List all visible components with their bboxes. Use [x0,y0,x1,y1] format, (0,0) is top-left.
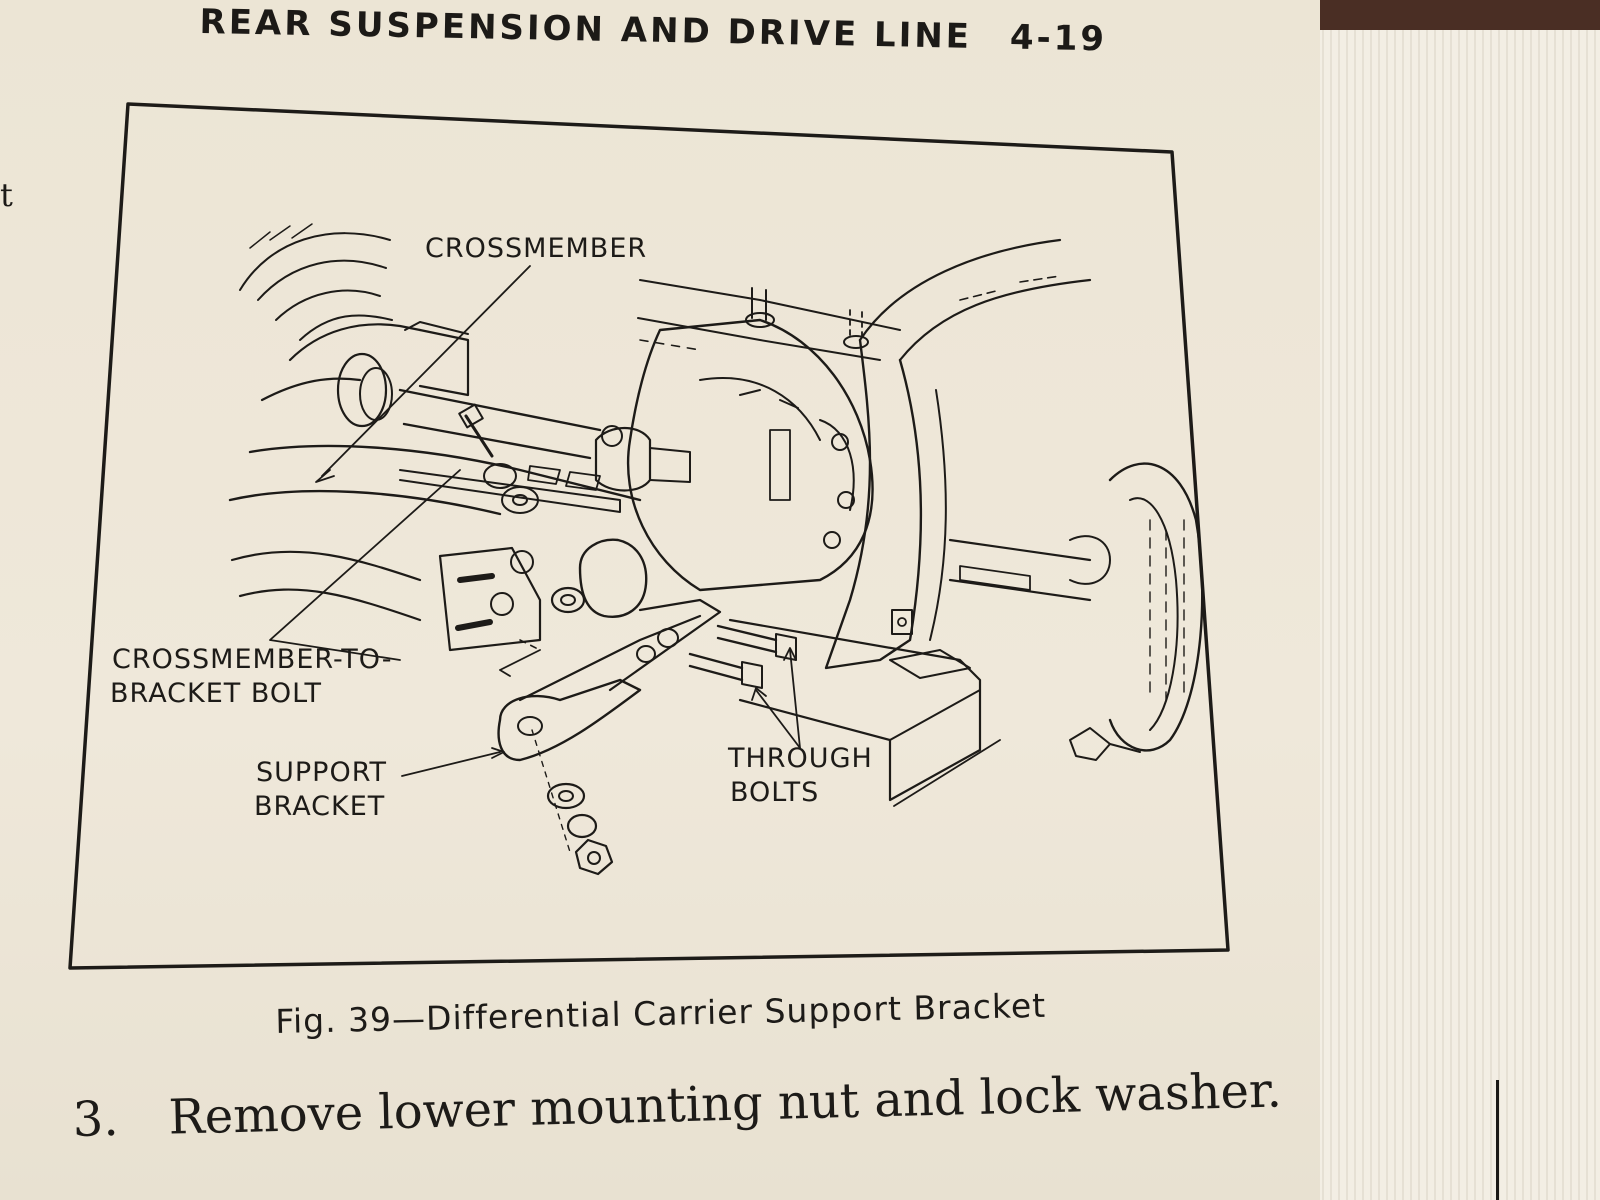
leader-through-1 [789,649,801,749]
label-support-bracket-line2: BRACKET [254,791,386,822]
figure-frame [68,102,1230,970]
leader-crossmember [321,265,531,477]
leader-bolt [269,469,461,661]
manual-page [0,0,1320,1200]
label-support-bracket-line1: SUPPORT [256,757,388,788]
margin-fragment: t [0,176,13,214]
page-stack [1300,30,1600,1200]
margin-rule [1496,1080,1499,1200]
leader-through-2 [755,689,801,749]
label-through-bolts-line2: BOLTS [730,777,820,808]
step-number: 3. [72,1090,120,1148]
label-crossmember-to-bracket-bolt-line2: BRACKET BOLT [110,678,322,709]
figure-illustration [68,102,1230,970]
label-through-bolts-line1: THROUGH [728,743,873,774]
leader-support [401,751,501,777]
label-crossmember: CROSSMEMBER [425,233,648,264]
figure-39: CROSSMEMBER CROSSMEMBER-TO- BRACKET BOLT… [68,102,1230,970]
label-crossmember-to-bracket-bolt-line1: CROSSMEMBER-TO- [112,644,393,675]
